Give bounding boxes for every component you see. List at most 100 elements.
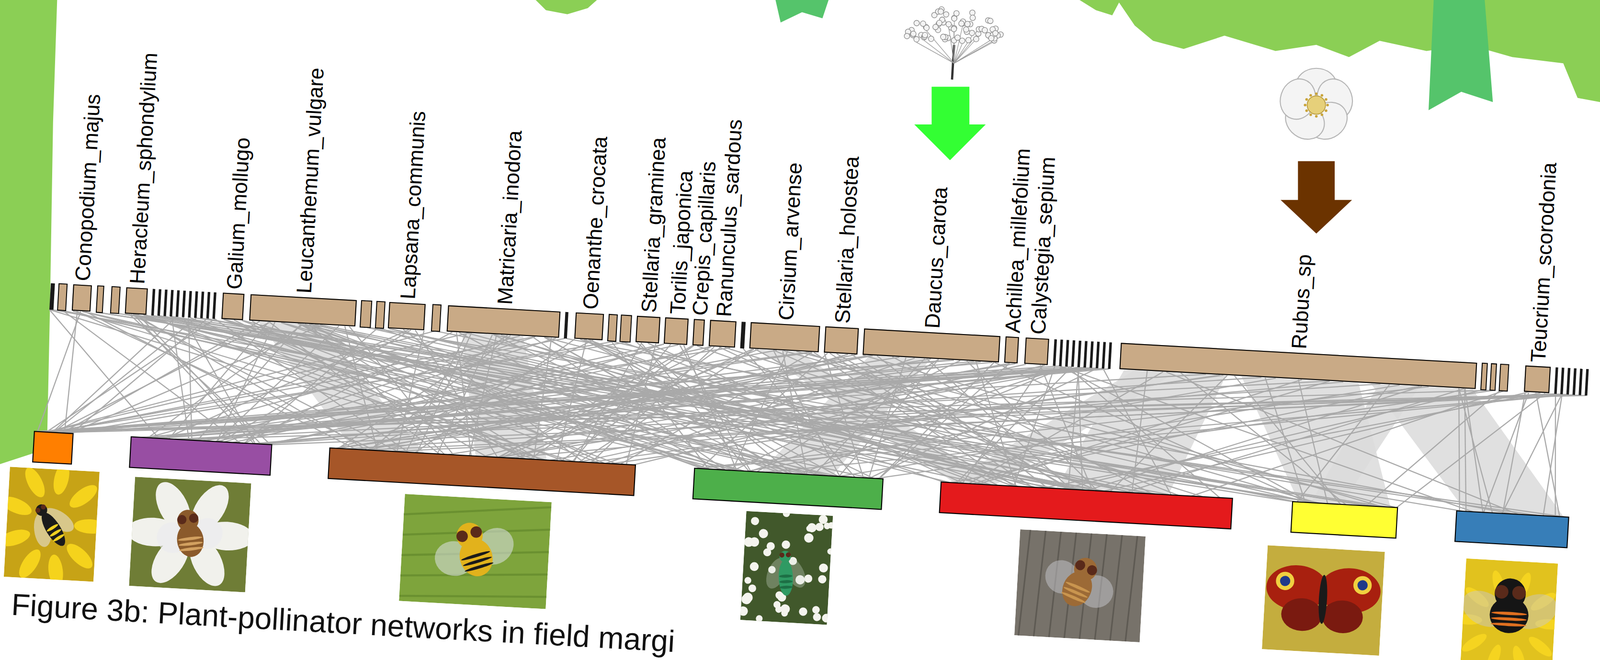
floret [973,36,980,43]
plant-label: Galium_mollugo [223,136,254,291]
floret [969,10,976,16]
floret [988,35,995,42]
insect-band [464,561,495,573]
floret [750,516,760,526]
insect-eye [1494,584,1510,600]
interaction-link [37,309,1493,513]
floret [818,563,829,574]
floret [928,35,935,42]
plant-bar-small [564,311,569,339]
plant-bar: Galium_mollugo [221,293,245,321]
interaction-link [1071,367,1090,491]
stamen [1309,113,1313,117]
interaction-link [1548,394,1563,517]
insect-eye [454,529,470,544]
floret [749,537,760,548]
flower-centre [1306,95,1326,114]
floret [817,575,827,584]
interaction-link [52,310,830,476]
plant-label: Calystegia_sepium [1027,156,1059,336]
floret [951,26,957,33]
butterfly-wing [1280,597,1324,633]
plant-bar-small [620,315,632,343]
floret [827,548,833,556]
insect-eye [188,513,200,524]
interaction-link [271,322,1557,517]
petal [46,554,66,583]
plant-bar-small [193,291,198,318]
floret [773,601,782,609]
flower-spoke [953,41,995,64]
insect-eye [39,503,47,511]
foliage [0,0,57,465]
floret [958,20,965,27]
insect-eye [1073,558,1087,572]
plant-bar-small [740,321,747,349]
floret [904,33,910,40]
plant-bar-small [1578,368,1583,396]
plant-bar: Oenanthe_crocata [574,312,605,341]
interaction-link [977,362,1330,504]
plant-bar-small [212,292,217,319]
plant-bar-small [188,291,193,318]
plant-bar-small [96,285,104,313]
plant-bar: Ranunculus_sardous [708,319,737,348]
plant-bar-small [360,300,372,329]
photo-background [398,494,552,610]
interaction-link [1068,366,1079,490]
floret [938,8,944,15]
stamen [1326,103,1329,107]
interaction-link [164,316,1113,492]
photo-background [740,510,834,625]
petal [62,539,97,573]
plant-label: Conopodium_majus [72,93,104,282]
leaf-vein [403,499,552,523]
petal [66,481,100,513]
plant-bar: Lapsana_communis [387,302,427,331]
insect-eye [1085,564,1099,578]
interaction-link [973,361,1303,502]
stamen [1315,92,1318,96]
interaction-link [1125,370,1465,511]
plant-bar-small [1077,340,1082,368]
interaction-link [55,310,830,476]
floret [744,577,752,585]
foliage [535,0,598,15]
floret [969,30,976,36]
plant-bar-small [1572,368,1577,396]
plant-bar-small [1108,342,1113,370]
plant-bar: Heracleum_sphondylium [124,287,148,316]
photo-background [1014,529,1146,643]
interaction-link [42,309,166,439]
stamen [1309,93,1313,97]
wood-grain [1018,529,1031,636]
interaction-link [144,315,1163,495]
plant-label: Stellaria_graminea [638,136,670,314]
plant-bar-small [1089,341,1094,369]
plant-bar-small [1489,363,1497,391]
flower-spoke [953,44,963,64]
interaction-link [71,311,208,441]
floret [945,21,952,28]
interaction-link [987,362,1316,503]
interaction-link [1483,390,1529,515]
plant-bar-small [169,289,174,317]
insect-head [176,508,200,533]
floret [823,522,831,530]
plant-bar-small [1499,364,1510,392]
floret [758,529,769,539]
interaction-link [52,310,177,440]
insect-photo [740,510,834,625]
insect-band [779,579,794,584]
plant-bar: Torilis_japonica [663,317,689,346]
insect-eye [469,524,484,540]
floret [964,21,971,27]
plant-bar: Calystegia_sepium [1024,337,1050,366]
insect-photo [3,466,100,582]
pollinator-bar [1291,501,1398,539]
rubus-flower-icon [1275,68,1358,148]
plant-bar-small [1059,339,1064,367]
foliage [1117,0,1600,103]
plant-bar-small [1566,368,1571,396]
plant-label: Rubus_sp [1288,253,1316,350]
